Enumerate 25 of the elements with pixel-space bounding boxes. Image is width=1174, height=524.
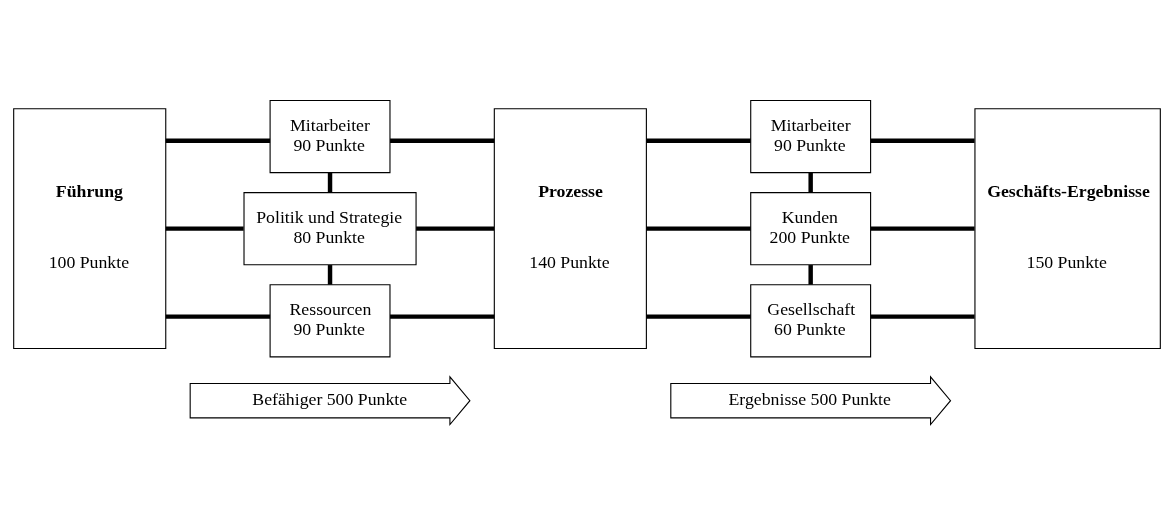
connector [870,137,975,143]
connector [165,137,271,143]
connector [646,313,751,319]
node-box: Gesellschaft 60 Punkte [750,283,872,357]
node-box: Kunden 200 Punkte [750,191,872,265]
node-box: Ressourcen 90 Punkte [269,283,391,357]
connector [165,313,271,319]
connector [646,225,751,231]
node-box: Geschäfts-Ergebnisse 150 Punkte [974,107,1161,349]
node-box: Mitarbeiter 90 Punkte [750,99,872,173]
connector [165,225,244,231]
connector [327,172,333,192]
connector [808,264,813,285]
node-box: Prozesse 140 Punkte [493,107,647,349]
connector [808,172,813,192]
connector [390,313,495,319]
node-box: Mitarbeiter 90 Punkte [269,99,391,173]
connector [390,137,495,143]
node-box: Politik und Strategie 80 Punkte [243,191,417,265]
connector [416,225,495,231]
connector [646,137,751,143]
connector [870,225,975,231]
connector [870,313,975,319]
connector [327,264,333,285]
node-box: Führung 100 Punkte [13,107,167,349]
